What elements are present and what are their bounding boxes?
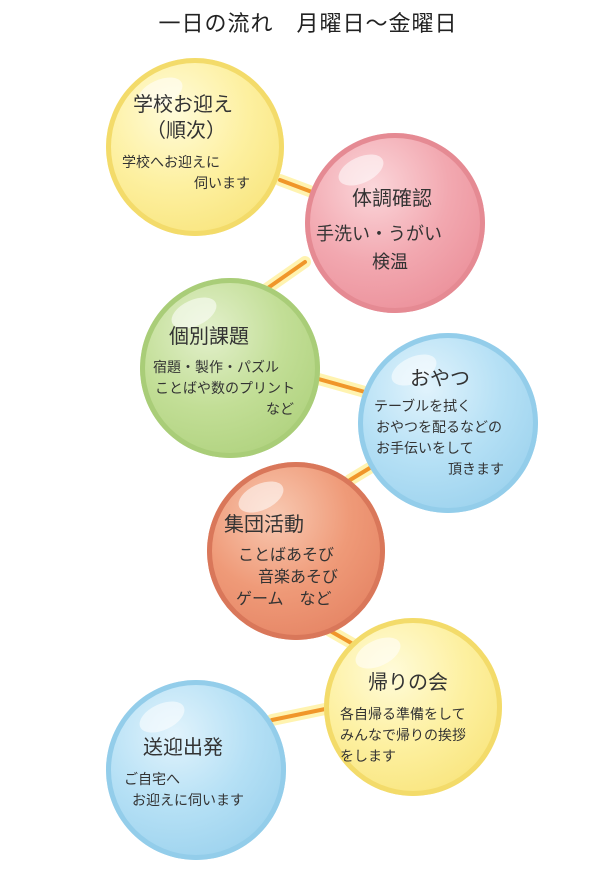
step-4-heading: おやつ [410, 366, 470, 390]
step-bubble-snack [358, 333, 538, 513]
step-4-line-1: テーブルを拭く [374, 399, 472, 415]
step-6-line-1: 各自帰る準備をして [340, 707, 466, 723]
step-5-line-2: 音楽あそび [258, 567, 339, 586]
step-1-line-1: 学校へお迎えに [122, 155, 220, 171]
step-3-line-3: など [266, 402, 294, 418]
step-7-line-2: お迎えに伺います [132, 793, 244, 809]
step-bubble-school-pickup [106, 58, 284, 236]
connector-6-7 [270, 706, 332, 722]
step-bubble-departure [106, 680, 286, 860]
step-1-heading: 学校お迎え [133, 92, 233, 116]
step-4-line-2: おやつを配るなどの [376, 420, 502, 436]
step-2-line-1: 手洗い・うがい [316, 224, 442, 245]
step-6-line-3: をします [340, 749, 396, 765]
step-1-heading-sub: （順次） [146, 118, 226, 142]
page-title: 一日の流れ 月曜日～金曜日 [158, 12, 458, 37]
step-bubble-health-check [305, 133, 485, 313]
step-7-line-1: ご自宅へ [124, 772, 180, 788]
step-3-line-2: ことばや数のプリント [155, 381, 295, 397]
step-4-line-3: お手伝いをして [376, 441, 474, 457]
step-bubble-individual-tasks [140, 278, 320, 458]
step-6-heading: 帰りの会 [368, 670, 448, 694]
step-3-heading: 個別課題 [169, 324, 249, 348]
connector-3-4 [313, 376, 367, 394]
step-bubble-closing-meeting [324, 618, 502, 796]
step-6-line-2: みんなで帰りの挨拶 [340, 728, 466, 744]
step-1-line-2: 伺います [194, 176, 250, 192]
step-2-heading: 体調確認 [352, 186, 432, 210]
step-3-line-1: 宿題・製作・パズル [153, 360, 279, 376]
step-5-heading: 集団活動 [224, 512, 304, 536]
step-bubble-group-activity [207, 462, 385, 640]
connector-2-3 [263, 260, 307, 292]
step-7-heading: 送迎出発 [143, 735, 223, 759]
step-2-line-2: 検温 [372, 252, 408, 273]
step-4-line-4: 頂きます [448, 462, 504, 478]
step-5-line-1: ことばあそび [238, 545, 335, 564]
step-5-line-3: ゲーム など [236, 589, 332, 608]
